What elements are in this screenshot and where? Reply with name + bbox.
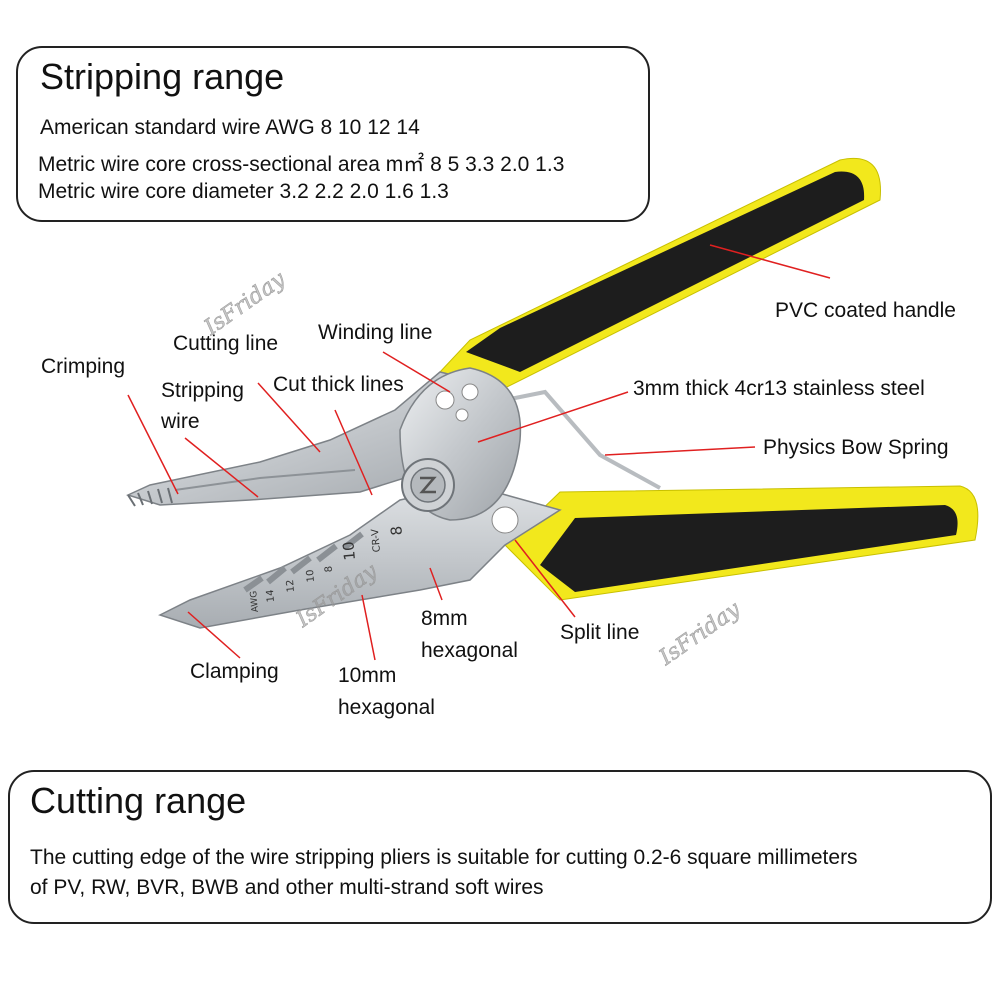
stripping-range-box: Stripping range American standard wire A… xyxy=(16,46,650,222)
size-10: 10 xyxy=(339,541,359,562)
label-split-line: Split line xyxy=(560,621,640,644)
label-cutting-line: Cutting line xyxy=(173,332,279,355)
label-wire: wire xyxy=(161,410,200,433)
cutting-range-box: Cutting range The cutting edge of the wi… xyxy=(8,770,992,924)
gauge-12: 12 xyxy=(285,579,297,593)
label-crimping: Crimping xyxy=(41,355,126,378)
gauge-awg: AWG xyxy=(249,590,261,612)
pivot-hub xyxy=(399,367,522,534)
awg-line: American standard wire AWG 8 10 12 14 xyxy=(40,116,420,139)
label-8mm: 8mm xyxy=(421,607,468,630)
gauge-8: 8 xyxy=(323,565,335,572)
metric-area-line: Metric wire core cross-sectional area m㎡… xyxy=(38,153,565,176)
label-clamping: Clamping xyxy=(190,660,279,683)
cutting-range-title: Cutting range xyxy=(30,780,247,821)
gauge-14: 14 xyxy=(265,589,277,603)
gauge-10: 10 xyxy=(305,569,317,583)
lower-handle xyxy=(504,485,979,601)
upper-handle xyxy=(439,157,881,389)
jaw-markings: AWG 14 12 10 8 10 CR-V 8 xyxy=(249,525,406,612)
cutting-description-line2: of PV, RW, BVR, BWB and other multi-stra… xyxy=(30,876,544,899)
label-pvc-handle: PVC coated handle xyxy=(775,299,956,322)
metric-diameter-line: Metric wire core diameter 3.2 2.2 2.0 1.… xyxy=(38,180,449,203)
cutting-description-line1: The cutting edge of the wire stripping p… xyxy=(30,846,858,869)
label-stainless-steel: 3mm thick 4cr13 stainless steel xyxy=(633,377,925,400)
size-8: 8 xyxy=(387,525,406,536)
lower-jaw xyxy=(158,484,562,629)
label-winding-line: Winding line xyxy=(318,321,433,344)
label-bow-spring: Physics Bow Spring xyxy=(763,436,949,459)
label-10mm: 10mm xyxy=(338,664,397,687)
bow-spring xyxy=(504,389,661,490)
label-10mm-hexagonal: hexagonal xyxy=(338,696,435,719)
leader-lines xyxy=(127,244,831,661)
label-stripping: Stripping xyxy=(161,379,244,402)
crv-mark: CR-V xyxy=(370,528,383,552)
label-cut-thick-lines: Cut thick lines xyxy=(273,373,404,396)
stripping-range-title: Stripping range xyxy=(40,56,285,97)
label-8mm-hexagonal: hexagonal xyxy=(421,639,518,662)
